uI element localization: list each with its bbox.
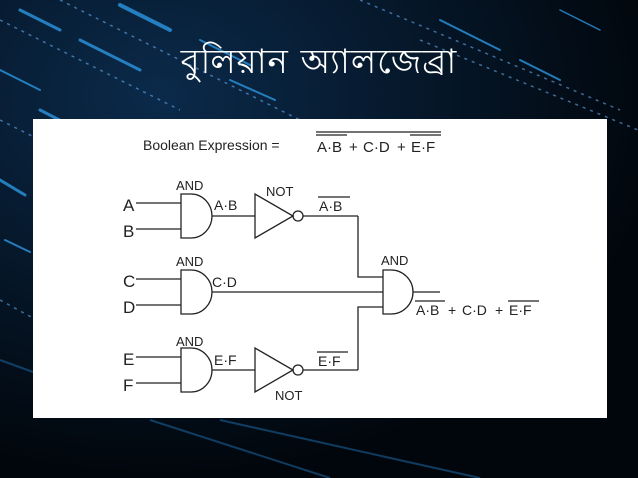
output-plus-2: +	[495, 302, 503, 318]
output-term-3: E·F	[509, 302, 532, 318]
not-gate-1-label: NOT	[266, 184, 294, 199]
and-gate-1-label: AND	[176, 178, 203, 193]
input-label-b: B	[123, 222, 134, 241]
wire-label-ef: E·F	[214, 352, 237, 368]
and-gate-1	[180, 193, 213, 239]
and-gate-output-label: AND	[381, 253, 408, 268]
and-gate-3-label: AND	[176, 334, 203, 349]
output-term-2: C·D	[462, 302, 487, 318]
input-label-e: E	[123, 350, 134, 369]
wire-label-ef-bar: E·F	[318, 353, 341, 369]
expression-plus-1: +	[349, 139, 358, 156]
and-gate-output	[382, 269, 414, 315]
expression-term-2: C·D	[363, 139, 390, 156]
not-gate-2-bubble	[292, 364, 304, 376]
and-gate-2-label: AND	[176, 254, 203, 269]
expression-label: Boolean Expression =	[143, 137, 280, 153]
not-gate-1-bubble	[292, 210, 304, 222]
input-label-d: D	[123, 298, 135, 317]
logic-diagram-panel: Boolean Expression = A·B + C·D + E·F A B…	[33, 119, 607, 418]
input-label-a: A	[123, 196, 135, 215]
not-gate-2-label: NOT	[275, 388, 303, 403]
wire-label-cd: C·D	[212, 274, 237, 290]
wire-ef-bar-to-and	[357, 306, 383, 370]
expression-term-1: A·B	[317, 139, 342, 156]
output-term-1: A·B	[416, 302, 439, 318]
not-gate-1	[254, 192, 295, 240]
wire-ab-bar-to-and	[357, 216, 383, 278]
wire-label-ab: A·B	[214, 197, 237, 213]
and-gate-3	[180, 347, 213, 393]
input-label-f: F	[123, 376, 133, 395]
expression-term-3: E·F	[411, 139, 435, 156]
input-label-c: C	[123, 272, 135, 291]
not-gate-2	[254, 346, 295, 394]
output-plus-1: +	[448, 302, 456, 318]
wire-label-ab-bar: A·B	[319, 198, 342, 214]
expression-plus-2: +	[397, 139, 406, 156]
logic-circuit-diagram: Boolean Expression = A·B + C·D + E·F A B…	[123, 131, 539, 403]
and-gate-2	[180, 269, 213, 315]
slide-title: বুলিয়ান অ্যালজেব্রা	[180, 42, 458, 82]
